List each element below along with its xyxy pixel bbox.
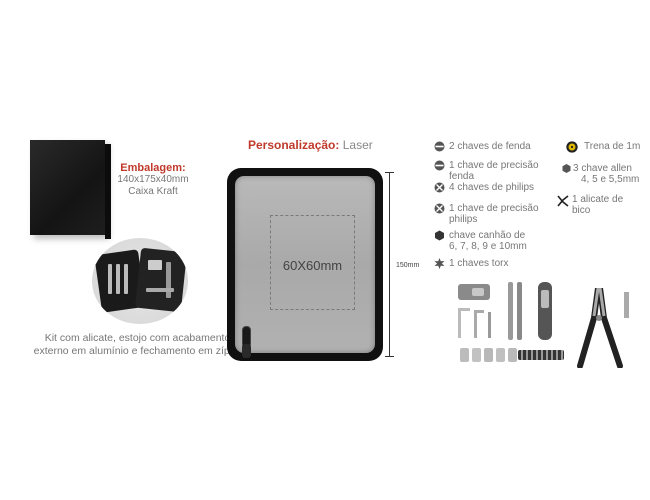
case-bits (146, 288, 174, 292)
item-precision-phillips: 1 chave de precisão philips (434, 203, 564, 227)
kit-description: Kit com alicate, estojo com acabamento e… (30, 332, 245, 358)
open-case-image (92, 238, 188, 324)
socket-9mm (496, 348, 505, 362)
item-torx: 1 chaves torx (434, 258, 564, 270)
pliers-tool (577, 288, 623, 368)
item-label-line-1: 1 chave de precisão (449, 203, 539, 214)
case-tool-3 (124, 264, 128, 294)
item-label-line-1: 1 chave de precisão (449, 160, 539, 171)
tool-case-face (235, 176, 375, 353)
item-label-line-1: chave canhão de (449, 230, 526, 241)
print-area-size: 60X60mm (282, 258, 343, 273)
packaging-box-image (30, 140, 111, 239)
hex-key-icon (562, 164, 571, 173)
kit-description-line-1: Kit com alicate, estojo com acabamento (44, 332, 231, 344)
packaging-info: Embalagem: 140x175x40mm Caixa Kraft (108, 162, 198, 198)
allen-key-3 (488, 312, 491, 338)
packaging-type: Caixa Kraft (128, 186, 178, 197)
socket-10mm (508, 348, 517, 362)
tool-case-image (227, 168, 383, 361)
socket-8mm (484, 348, 493, 362)
allen-key-1-arm (458, 308, 470, 311)
item-label: chave canhão de 6, 7, 8, 9 e 10mm (449, 230, 527, 252)
case-tool-1 (108, 264, 112, 294)
item-allen-keys: 3 chave allen 4, 5 e 5,5mm (561, 163, 647, 187)
item-label: 1 chave de precisão philips (449, 203, 539, 225)
slotted-screw-icon (434, 141, 445, 152)
socket-6mm (460, 348, 469, 362)
allen-key-1 (458, 308, 461, 338)
personalization-value: Laser (342, 138, 373, 152)
hex-socket-icon (435, 230, 444, 241)
print-area: 60X60mm (270, 215, 355, 310)
precision-screwdriver-2 (517, 282, 522, 340)
item-slotted-screwdrivers: 2 chaves de fenda (434, 141, 564, 153)
item-label-line-2: philips (449, 214, 478, 225)
kit-description-line-2: externo em alumínio e fechamento em zípe… (33, 345, 242, 357)
tools-image (450, 282, 640, 372)
item-label-line-2: 6, 7, 8, 9 e 10mm (449, 241, 527, 252)
item-label-line-2: bico (572, 205, 591, 216)
item-label: Trena de 1m (584, 141, 641, 152)
item-label-line-1: 1 alicate de (572, 194, 624, 205)
packaging-title: Embalagem: (120, 162, 186, 174)
tape-measure-icon (566, 141, 578, 153)
height-dimension-line (385, 172, 394, 357)
pliers-icon (557, 195, 569, 207)
zipper-tab-icon (242, 344, 251, 358)
item-label-line-2: 4, 5 e 5,5mm (581, 174, 640, 185)
phillips-screw-icon (434, 203, 445, 214)
item-pliers: 1 alicate de bico (556, 194, 646, 218)
item-label: 2 chaves de fenda (449, 141, 531, 152)
allen-key-2-arm (474, 310, 484, 313)
item-label: 3 chave allen 4, 5 e 5,5mm (573, 163, 639, 185)
phillips-screw-icon (434, 182, 445, 193)
item-socket-wrenches: chave canhão de 6, 7, 8, 9 e 10mm (434, 230, 564, 254)
screwdriver-bits (518, 350, 564, 360)
tape-measure-face (472, 288, 484, 296)
open-case-right-panel (134, 247, 188, 313)
item-tape-measure: Trena de 1m (566, 141, 646, 153)
item-precision-slotted: 1 chave de precisão fenda (434, 160, 564, 184)
case-tool-2 (116, 264, 120, 294)
personalization-label: Personalização: (248, 138, 340, 152)
item-label: 1 chaves torx (449, 258, 509, 269)
personalization-header: Personalização: Laser (248, 138, 373, 152)
height-dimension-label: 150mm (396, 262, 420, 269)
torx-star-icon (434, 258, 445, 269)
item-label: 4 chaves de philips (449, 182, 535, 193)
packaging-size: 140x175x40mm (117, 174, 189, 185)
case-tape (148, 260, 162, 270)
item-label: 1 alicate de bico (572, 194, 623, 216)
bit-holder-grip (541, 290, 549, 308)
slotted-screw-icon (434, 160, 445, 171)
item-phillips-screwdrivers: 4 chaves de philips (434, 182, 564, 194)
case-pliers (166, 262, 171, 298)
item-label: 1 chave de precisão fenda (449, 160, 539, 182)
allen-key-2 (474, 310, 477, 338)
item-label-line-2: fenda (449, 171, 475, 182)
precision-screwdriver-1 (508, 282, 513, 340)
socket-7mm (472, 348, 481, 362)
item-label-line-1: 3 chave allen (573, 163, 632, 174)
extension-bit (624, 292, 629, 318)
